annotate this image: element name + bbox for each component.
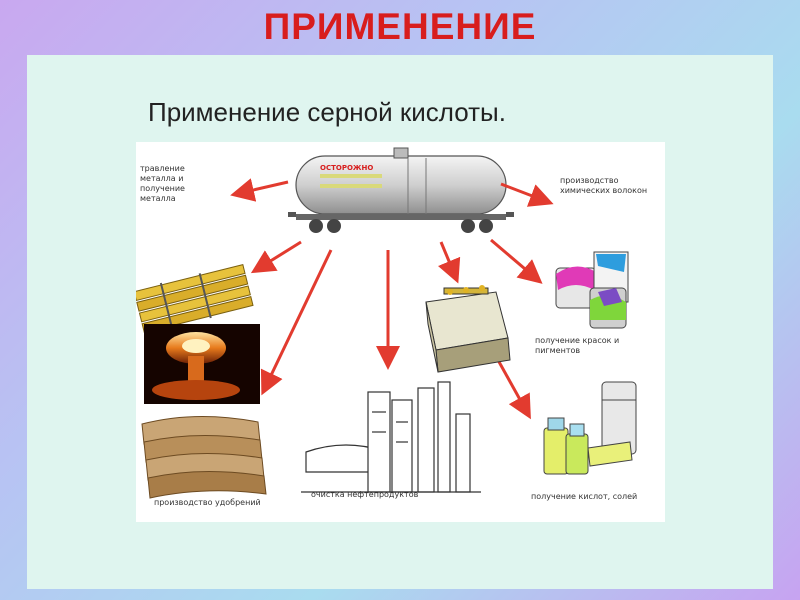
arrow-acids — [496, 359, 531, 420]
tank-car-icon — [288, 147, 514, 233]
arrows — [230, 178, 554, 420]
label-fertilizers: производство удобрений — [154, 498, 261, 507]
arrow-fertilizers — [260, 249, 333, 396]
arrow-paints — [490, 238, 543, 284]
acid-bottles-icon — [543, 381, 637, 475]
refinery-icon — [301, 381, 481, 493]
slide-title: ПРИМЕНЕНИЕ — [263, 6, 537, 47]
paint-cans-icon — [555, 251, 629, 329]
diagram-illustration: ОСТОРОЖНО — [136, 147, 637, 499]
accumulator-icon — [425, 285, 511, 373]
label-paints-pigments: получение красок и пигментов — [535, 336, 620, 355]
diagram-title: Применение серной кислоты. — [148, 97, 506, 127]
label-oil-refining: очистка нефтепродуктов — [311, 490, 419, 499]
label-metal-etching: травление металла и получение металла — [140, 164, 185, 203]
fertilizer-sacks-icon — [141, 415, 267, 499]
diagram-canvas: ОСТОРОЖНО — [136, 142, 665, 522]
label-acids-salts: получение кислот, солей — [531, 492, 638, 501]
metal-tubes-icon — [136, 264, 254, 334]
explosion-icon — [144, 324, 260, 404]
arrow-batteries — [250, 240, 302, 274]
arrow-accumulator — [438, 241, 461, 284]
arrow-metal — [230, 178, 289, 202]
label-chemical-fibers: производство химических волокон — [560, 176, 648, 195]
arrow-fibers — [500, 182, 554, 207]
tank-warning-label: ОСТОРОЖНО — [320, 164, 373, 172]
